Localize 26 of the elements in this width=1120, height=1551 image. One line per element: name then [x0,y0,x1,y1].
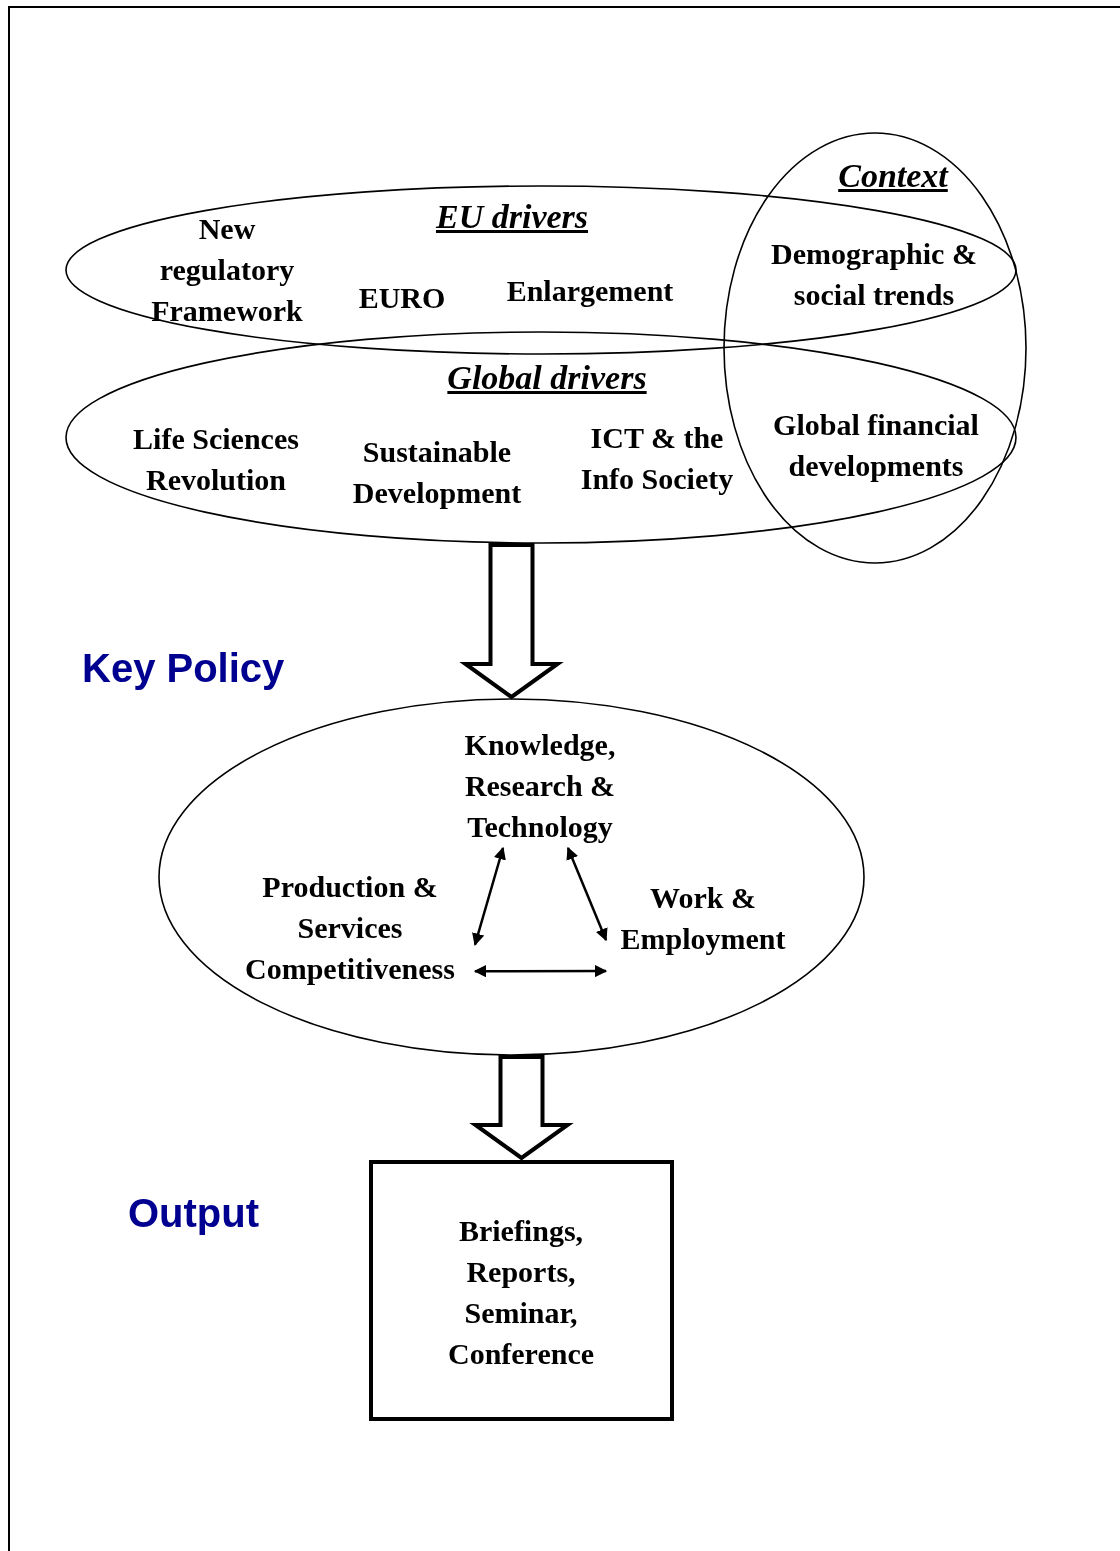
ellipse-shape [66,186,1016,354]
group-heading: Global drivers [446,358,648,398]
block-arrow [459,543,564,700]
arrow [566,846,608,942]
driver-text: Global financial developments [772,407,980,484]
driver-text: Sustainable Development [351,434,523,511]
driver-text: Work & Employment [619,880,787,957]
driver-text: EURO [357,280,447,316]
driver-text: Demographic & social trends [770,236,978,313]
ellipse-shape [66,332,1016,543]
driver-text: New regulatory Framework [150,211,304,329]
driver-text: Life Sciences Revolution [132,421,300,498]
driver-text: Briefings, Reports, Seminar, Conference [446,1213,596,1372]
driver-text: Knowledge, Research & Technology [463,727,617,845]
arrow [472,846,506,946]
driver-text: Production & Services Competitiveness [244,869,456,987]
stage-label: Output [128,1191,260,1236]
driver-text: ICT & the Info Society [579,420,735,497]
block-arrow [469,1055,574,1161]
group-heading: EU drivers [434,197,590,237]
stage-label: Key Policy [82,646,285,691]
ellipse-shape [159,699,864,1055]
driver-text: Enlargement [505,273,675,309]
arrow [473,964,608,978]
output-box [369,1160,674,1421]
group-heading: Context [837,156,950,196]
